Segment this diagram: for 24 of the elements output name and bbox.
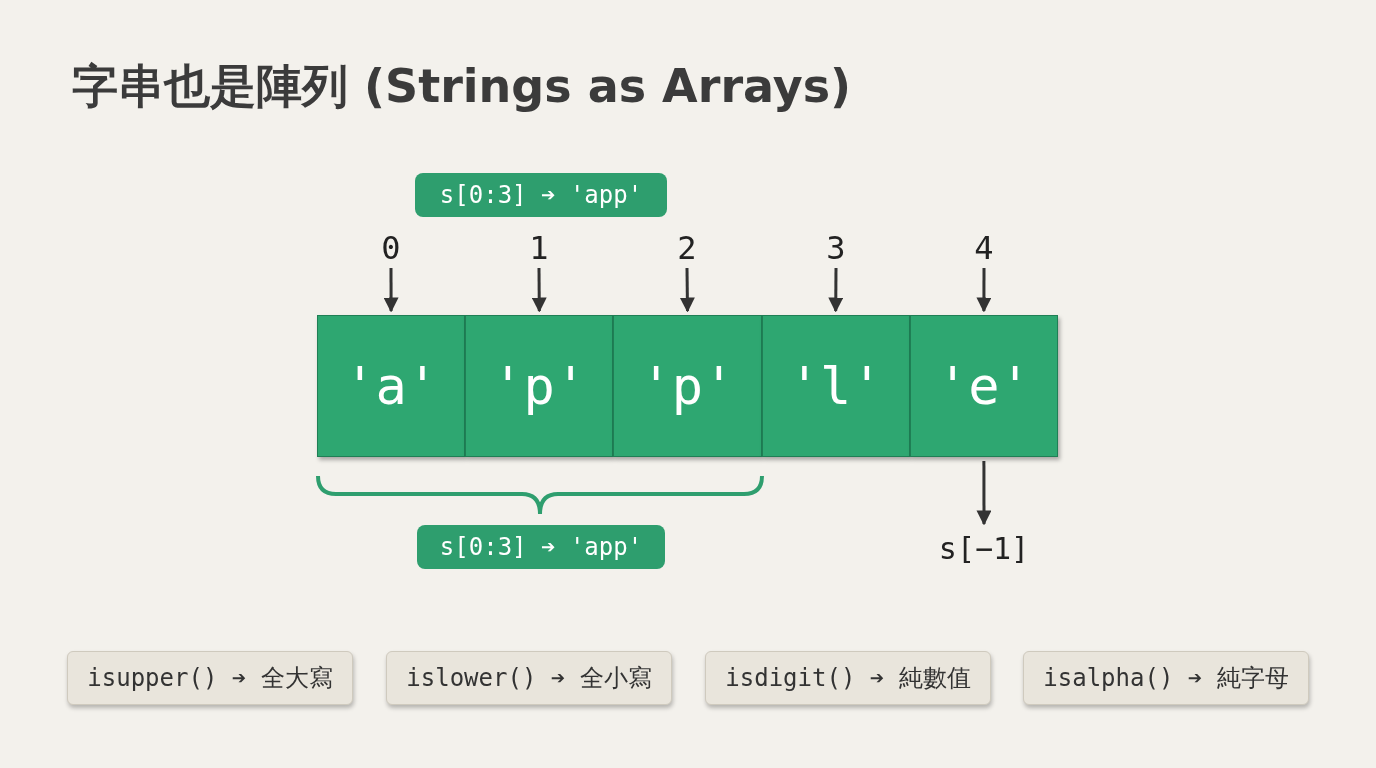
- arrow: [679, 268, 695, 313]
- method-card: islower() ➔ 全小寫: [386, 651, 672, 705]
- array-cell: 'a': [317, 315, 466, 457]
- method-card: isalpha() ➔ 純字母: [1023, 651, 1309, 705]
- slice-label: s[0:3] ➔ 'app': [415, 173, 667, 217]
- index-number: 0: [361, 228, 421, 268]
- array-cell: 'l': [761, 315, 910, 457]
- array-cell: 'e': [909, 315, 1058, 457]
- arrow: [976, 268, 992, 313]
- index-number: 1: [509, 228, 569, 268]
- arrow: [976, 461, 992, 526]
- index-number: 3: [806, 228, 866, 268]
- slice-label: s[0:3] ➔ 'app': [417, 525, 665, 569]
- array-cell: 'p': [613, 315, 762, 457]
- title: 字串也是陣列 (Strings as Arrays): [72, 58, 852, 115]
- index-number: 4: [954, 228, 1014, 268]
- arrow: [828, 268, 844, 313]
- arrow: [383, 268, 399, 313]
- index-number: 2: [657, 228, 717, 268]
- method-card: isupper() ➔ 全大寫: [67, 651, 353, 705]
- index-label: s[−1]: [924, 526, 1044, 570]
- arrow: [531, 268, 547, 313]
- array-cell: 'p': [465, 315, 614, 457]
- method-card: isdigit() ➔ 純數值: [705, 651, 991, 705]
